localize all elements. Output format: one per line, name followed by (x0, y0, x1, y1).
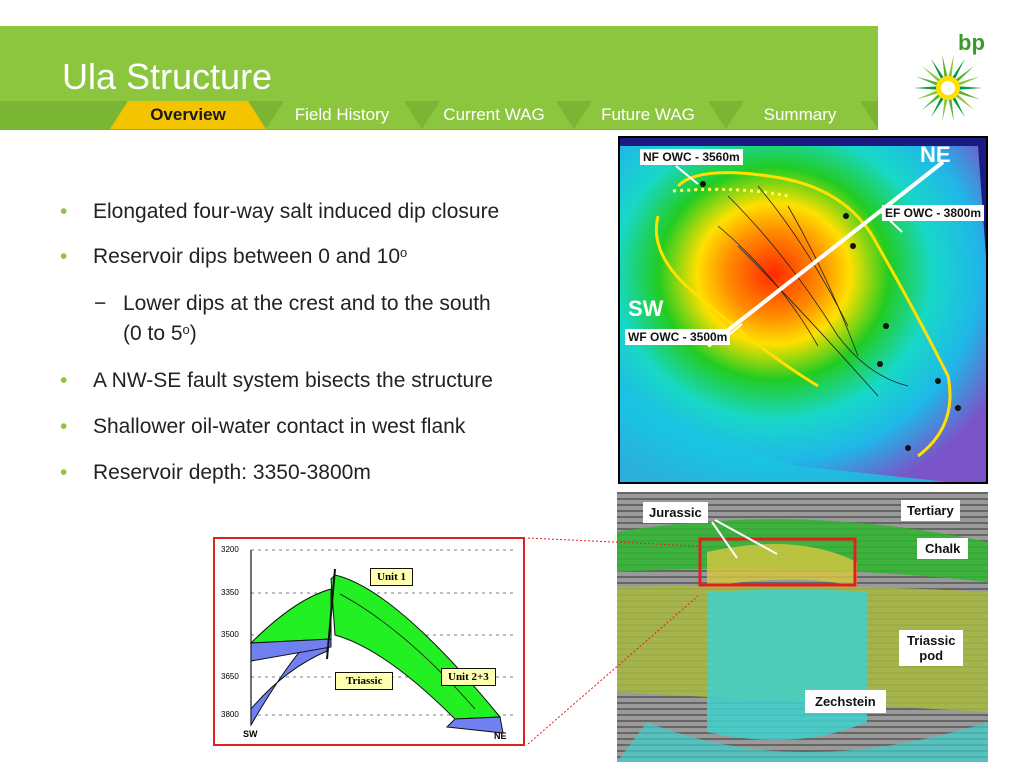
helios-ray (951, 58, 965, 81)
bullet-superscript: o (182, 322, 190, 337)
bullet-text: Reservoir dips between 0 and 10 (93, 245, 401, 268)
triassic-pod-label: Triassic pod (899, 630, 964, 666)
connector-lines (527, 537, 699, 745)
bullet-symbol: • (60, 415, 68, 438)
bullet-text: (0 to 5 (123, 322, 183, 345)
helios-ray (956, 76, 980, 87)
depth-tick: 3500 (221, 630, 239, 639)
zechstein-label: Zechstein (805, 690, 886, 713)
helios-ray (931, 58, 945, 81)
cross-section-diagram (249, 549, 515, 734)
helios-ray (914, 86, 939, 90)
jurassic-label: Jurassic (643, 502, 708, 523)
ef-owc-label: EF OWC - 3800m (882, 205, 985, 221)
helios-ray (916, 76, 940, 87)
tab-summary[interactable]: Summary (763, 105, 837, 124)
sub-bullet-symbol: − (94, 292, 107, 315)
depth-tick: 3200 (221, 545, 239, 554)
bp-logo: bp (910, 30, 990, 122)
bullet-symbol: • (60, 200, 68, 223)
ne-label: NE (920, 142, 951, 167)
helios-ray (956, 89, 980, 100)
bullet-text: A NW-SE fault system bisects the structu… (93, 369, 493, 392)
helios-ray (948, 54, 954, 79)
helios-ray (957, 86, 982, 90)
wf-owc-label: WF OWC - 3500m (625, 329, 731, 345)
triassic-pod-line-1: Triassic (907, 633, 956, 648)
depth-tick: 3350 (221, 588, 239, 597)
helios-ray (916, 89, 940, 100)
bullet-symbol: • (60, 245, 68, 268)
seismic-section: Jurassic Tertiary Chalk Triassic pod Zec… (617, 492, 988, 762)
tab-field-history[interactable]: Field History (294, 105, 390, 124)
helios-ray (942, 97, 948, 122)
chalk-label: Chalk (917, 538, 969, 559)
bullet-symbol: • (60, 461, 68, 484)
cross-section: 3200 3350 3500 3650 3800 Unit 1 Unit 2+3… (213, 537, 525, 746)
unit-2-3-label: Unit 2+3 (441, 668, 496, 686)
sw-label: SW (628, 296, 664, 321)
bp-logo-text: bp (958, 30, 985, 55)
helios-ray (954, 93, 975, 110)
unit-1-label: Unit 1 (370, 568, 414, 586)
bullet-text: Elongated four-way salt induced dip clos… (93, 200, 500, 223)
tertiary-label: Tertiary (901, 500, 960, 521)
tab-strip (0, 101, 878, 130)
depth-tick: 3650 (221, 672, 239, 681)
helios-icon (914, 54, 982, 122)
helios-ray (951, 95, 965, 118)
bullet-text: Reservoir depth: 3350-3800m (93, 461, 371, 484)
helios-ray (948, 97, 954, 122)
bullet-symbol: • (60, 369, 68, 392)
slide-title: Ula Structure (62, 56, 273, 97)
sw-label: SW (243, 729, 258, 739)
triassic-label: Triassic (335, 672, 394, 690)
depth-map-image (620, 138, 986, 482)
seismic-image (617, 492, 988, 762)
bullet-superscript: o (400, 245, 408, 260)
bullet-text: Shallower oil-water contact in west flan… (93, 415, 466, 438)
depth-tick: 3800 (221, 710, 239, 719)
helios-ray (931, 95, 945, 118)
tab-current-wag[interactable]: Current WAG (443, 105, 545, 124)
tab-future-wag[interactable]: Future WAG (601, 105, 695, 124)
bullet-text: Lower dips at the crest and to the south (123, 292, 491, 315)
helios-ray (942, 54, 948, 79)
triassic-pod-line-2: pod (919, 648, 944, 663)
helios-ray (921, 66, 942, 83)
tab-overview[interactable]: Overview (150, 105, 226, 124)
nf-owc-label: NF OWC - 3560m (640, 149, 743, 165)
structure-map: NF OWC - 3560m EF OWC - 3800m WF OWC - 3… (618, 136, 988, 484)
helios-ray (954, 66, 975, 83)
helios-ray (921, 93, 942, 110)
bullet-text-tail: ) (189, 322, 197, 345)
ne-label: NE (494, 731, 507, 741)
